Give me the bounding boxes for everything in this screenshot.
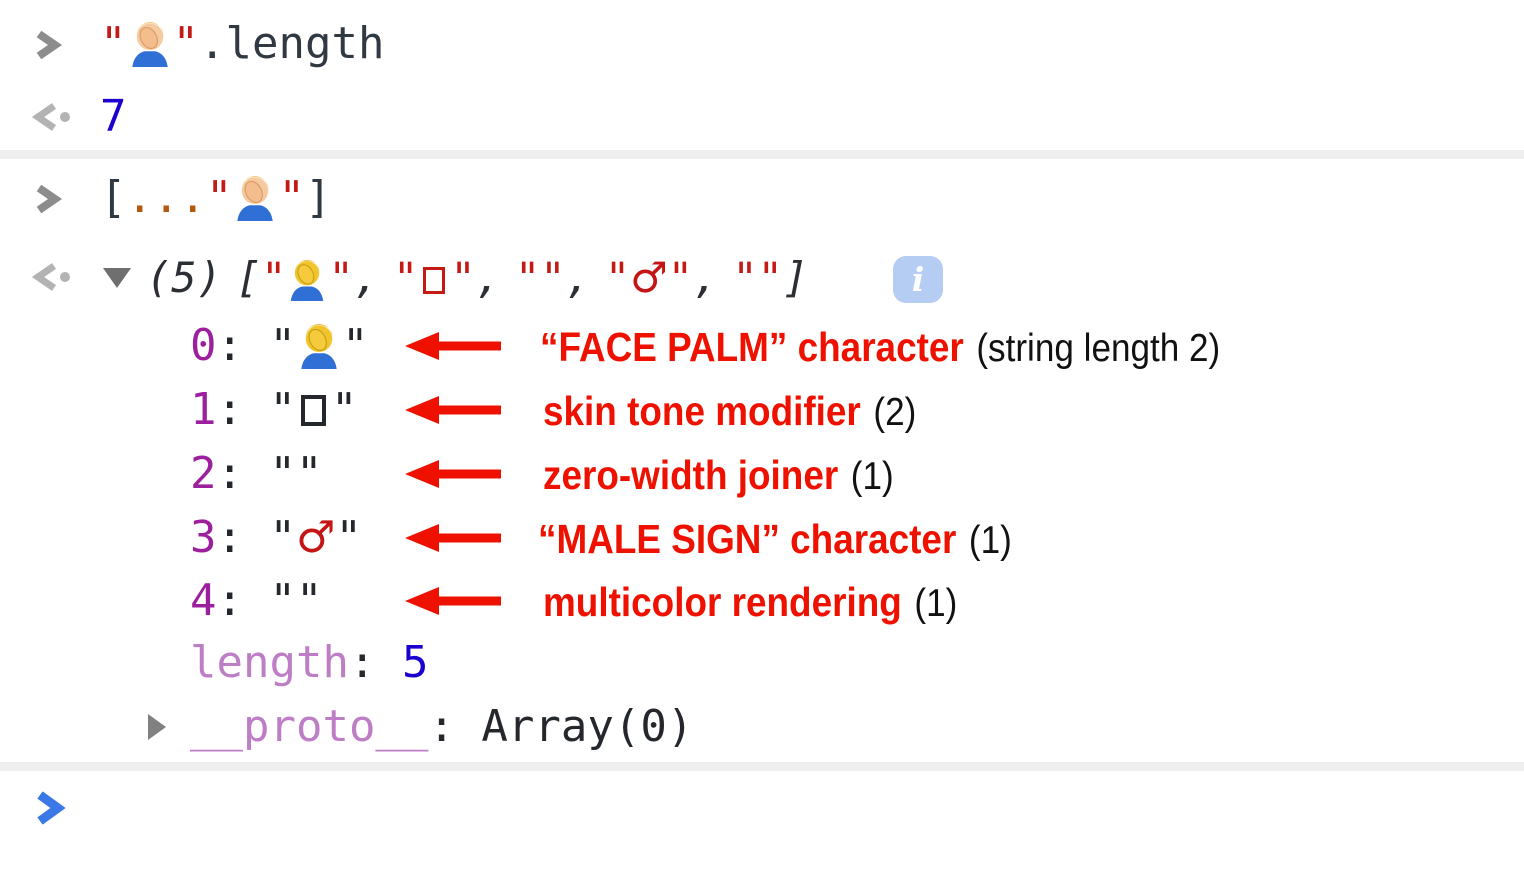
entry-separator [0, 762, 1524, 771]
annotation-label: “FACE PALM” character [540, 324, 964, 370]
colon: : [216, 320, 244, 371]
preview-item-facepalm: " " [261, 253, 354, 302]
tofu-box-glyph [423, 267, 446, 294]
colon: : [216, 384, 244, 435]
collapse-array-triangle-icon[interactable] [103, 268, 131, 288]
array-row-1: 1: "" [190, 382, 358, 438]
annotation-row-2: zero-width joiner (1) [543, 450, 894, 510]
male-sign-glyph: ♂ [296, 512, 336, 563]
annotation-label: “MALE SIGN” character [538, 516, 957, 562]
console-input-chevron-icon [33, 184, 63, 218]
facepalm-emoji-gold [296, 320, 342, 371]
annotation-arrow-icon [405, 524, 501, 552]
colon: : [428, 701, 455, 752]
row-value-quoted: "" [269, 448, 323, 499]
row-index: 4 [190, 575, 217, 626]
row-index: 0 [190, 320, 217, 371]
proto-property-key: __proto__ [190, 701, 429, 752]
annotation-note: (string length 2) [976, 327, 1221, 370]
preview-item-zwj: "" [514, 253, 566, 302]
comma: , [565, 253, 591, 302]
colon: : [348, 637, 376, 688]
console-input-chevron-icon [33, 30, 63, 64]
array-row-2: 2: "" [190, 446, 322, 502]
annotation-label: skin tone modifier [543, 388, 861, 434]
entry-separator [0, 150, 1524, 159]
annotation-row-1: skin tone modifier (2) [543, 386, 916, 446]
comma: , [353, 253, 380, 302]
annotation-row-4: multicolor rendering (1) [543, 577, 957, 637]
comma: , [693, 253, 719, 302]
info-icon[interactable]: i [893, 256, 943, 303]
open-quote: " [205, 172, 233, 223]
annotation-note: (1) [968, 519, 1012, 562]
spread-operator: ... [126, 172, 206, 223]
length-property-key: length [190, 637, 349, 688]
length-result-value: 7 [100, 91, 127, 142]
annotation-label: multicolor rendering [543, 579, 902, 625]
row-value-quoted: "" [269, 384, 358, 435]
array-row-3: 3: "♂" [190, 510, 362, 566]
info-icon-glyph: i [911, 260, 925, 299]
annotation-row-3: “MALE SIGN” character (1) [538, 514, 1012, 574]
man-facepalming-emoji [232, 172, 278, 223]
open-bracket: [ [235, 253, 262, 302]
annotation-note: (2) [873, 391, 917, 434]
proto-property-value: Array(0) [454, 701, 694, 752]
colon: : [216, 512, 244, 563]
array-row-0: 0: " " [190, 318, 369, 374]
tofu-box-glyph [301, 395, 326, 426]
proto-row[interactable]: __proto__: Array(0) [190, 699, 693, 755]
annotation-note: (1) [850, 455, 894, 498]
row-value-quoted: "" [269, 575, 323, 626]
array-row-4: 4: "" [190, 573, 322, 629]
close-bracket: ] [304, 172, 332, 223]
array-count: (5) [146, 253, 222, 302]
annotation-label: zero-width joiner [543, 452, 839, 498]
preview-item-vs16: "" [732, 253, 783, 302]
colon: : [216, 448, 244, 499]
annotation-arrow-icon [405, 396, 501, 424]
console-prompt[interactable] [34, 791, 66, 829]
preview-item-male-sign: "♂" [604, 253, 694, 302]
close-bracket: ] [782, 253, 809, 302]
annotation-row-0: “FACE PALM” character (string length 2) [540, 322, 1220, 382]
row-index: 3 [190, 512, 217, 563]
open-bracket: [ [100, 172, 127, 223]
console-input-spread-expression: [..." "] [100, 170, 331, 226]
array-length-row: length: 5 [190, 635, 428, 691]
preview-item-skin-tone-box: "" [393, 253, 476, 302]
row-value-quoted: " " [269, 320, 369, 371]
male-sign-glyph: ♂ [630, 253, 668, 302]
annotation-arrow-icon [405, 587, 501, 615]
annotation-arrow-icon [405, 332, 501, 360]
console-result-arrow-icon [31, 262, 76, 296]
man-facepalming-emoji [127, 18, 173, 69]
open-quote: " [100, 18, 127, 69]
array-preview: (5)[" ","","","♂",""] [146, 250, 808, 306]
member-access: .length [199, 18, 385, 69]
row-index: 2 [190, 448, 217, 499]
annotation-arrow-icon [405, 460, 501, 488]
close-quote: " [278, 172, 305, 223]
row-value-quoted: "♂" [269, 512, 362, 563]
annotation-note: (1) [914, 582, 958, 625]
prompt-chevron-icon [37, 791, 66, 825]
row-index: 1 [190, 384, 217, 435]
length-property-value: 5 [401, 637, 429, 688]
console-input-length-expression: " ".length [100, 16, 384, 72]
colon: : [216, 575, 244, 626]
expand-proto-triangle-icon[interactable] [148, 714, 166, 740]
close-quote: " [172, 18, 200, 69]
comma: , [475, 253, 501, 302]
console-result-arrow-icon [31, 102, 76, 136]
